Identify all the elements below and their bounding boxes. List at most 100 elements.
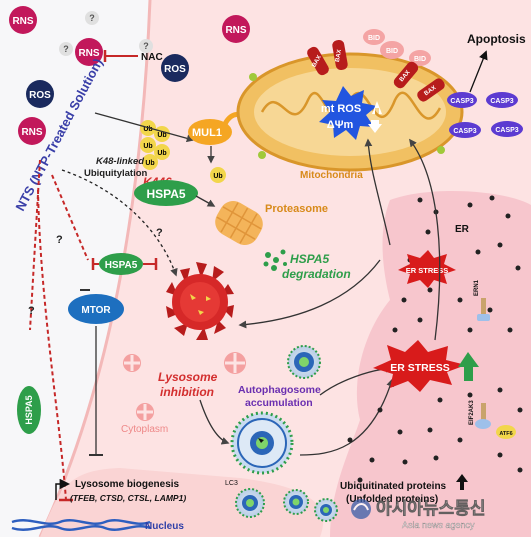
lysosome-inhibited: [166, 262, 234, 340]
svg-text:BID: BID: [414, 56, 426, 63]
dna-strand: [11, 519, 151, 525]
ub-proteins-label: (Unfolded proteins): [346, 494, 438, 505]
nts-lysosome-arrow: [61, 169, 178, 277]
svg-text:ER STRESS: ER STRESS: [390, 362, 450, 374]
bid-protein: BID: [363, 29, 385, 45]
svg-text:ΔΨm: ΔΨm: [327, 119, 354, 131]
lysosome-fragment: [136, 403, 154, 421]
transcription-arrow: [55, 478, 71, 500]
degradation-to-mito-arrow: [364, 138, 391, 246]
svg-text:MTOR: MTOR: [81, 305, 111, 316]
svg-text:HSPA5: HSPA5: [146, 187, 185, 201]
apoptosis-label: Apoptosis: [467, 32, 526, 46]
mt-ros-burst: mt ROS ΔΨm: [319, 86, 382, 140]
proteasome-label: Proteasome: [265, 203, 328, 215]
svg-text:BAX: BAX: [311, 55, 323, 69]
proteasome: [215, 201, 263, 245]
svg-text:ERN1: ERN1: [474, 279, 480, 296]
autophagosome: [235, 488, 265, 518]
unknown-molecule: ?: [59, 42, 73, 56]
svg-text:RNS: RNS: [21, 127, 42, 138]
svg-text:BID: BID: [368, 35, 380, 42]
autophagosome-label: Autophagosome: [238, 384, 321, 396]
unknown-molecule: ?: [139, 39, 153, 53]
rns-molecule: RNS: [9, 6, 37, 34]
svg-text:Ub: Ub: [157, 150, 166, 157]
svg-text:Ub: Ub: [143, 126, 152, 133]
nts-dashed-line: [29, 159, 41, 331]
hspa5-to-proteasome-arrow: [195, 195, 216, 207]
biogenesis-genes: (TFEB, CTSD, CTSL, LAMP1): [70, 493, 186, 503]
mito-pore: [249, 73, 445, 159]
lc3-label: LC3: [225, 480, 238, 487]
svg-text:BAX: BAX: [335, 49, 343, 63]
ubiquitin-tag: Ub: [210, 167, 226, 183]
bax-protein: BAX: [332, 39, 348, 71]
svg-text:ER STRESS: ER STRESS: [406, 266, 449, 275]
svg-text:?: ?: [89, 13, 95, 23]
er-to-mito-arrow: [409, 138, 441, 341]
rns-molecule: RNS: [18, 117, 46, 145]
hspa5-degradation-label: degradation: [282, 267, 351, 281]
watermark-logo: [351, 499, 371, 519]
autophagosome: [287, 345, 321, 379]
watermark-text: 아시아뉴스통신: [376, 499, 485, 518]
bid-protein: BID: [380, 41, 404, 59]
degradation-fragments: [263, 249, 287, 271]
hspa5-protein: HSPA5: [99, 253, 143, 275]
caspase-to-apoptosis-arrow: [469, 50, 488, 93]
unknown-molecule: ?: [85, 11, 99, 25]
nac-label: NAC: [141, 52, 163, 63]
ros-molecule: ROS: [161, 54, 189, 82]
lysosome-fragment: [123, 354, 141, 372]
svg-text:Ub: Ub: [213, 173, 222, 180]
watermark-subtext: Asia news agency: [402, 520, 475, 530]
nucleus-label: Nucleus: [145, 521, 184, 532]
svg-text:CASP3: CASP3: [495, 127, 518, 134]
caspase-protein: CASP3: [486, 92, 518, 108]
mitochondria-label: Mitochondria: [300, 170, 363, 181]
svg-text:ATF6: ATF6: [499, 431, 512, 437]
svg-text:Ub: Ub: [143, 143, 152, 150]
svg-text:BID: BID: [386, 48, 398, 55]
autophagosome: [283, 489, 309, 515]
atf6-protein: ATF6: [496, 425, 516, 439]
autophagosome-large: [230, 411, 294, 475]
svg-text:Ub: Ub: [157, 132, 166, 139]
lysosome-fragment: [224, 352, 246, 374]
ros-to-mul1-arrow: [94, 112, 195, 143]
nts-dashed-line: [51, 174, 89, 261]
er-label: ER: [455, 224, 470, 235]
lysosome-inhibition-label: Lysosome: [158, 370, 218, 384]
svg-text:CASP3: CASP3: [450, 98, 473, 105]
ub-proteins-label: Ubiquitinated proteins: [340, 481, 447, 492]
svg-text:?: ?: [143, 41, 149, 51]
k48-label: K48-linked: [96, 156, 144, 167]
eif2ak3-receptor: EIF2AK3: [469, 400, 491, 429]
caspase-protein: CASP3: [447, 92, 477, 108]
up-arrow-icon: [456, 474, 468, 490]
svg-text:Ub: Ub: [145, 160, 154, 167]
er-stress-burst-small: ER STRESS: [398, 250, 456, 288]
hspa5-protein: HSPA5: [17, 386, 41, 434]
svg-text:EIF2AK3: EIF2AK3: [469, 400, 475, 425]
nts-dashed-line: [37, 189, 67, 501]
bax-protein: BAX: [417, 78, 445, 102]
dna-strand: [11, 525, 151, 531]
question-mark: ?: [156, 227, 163, 239]
svg-text:RNS: RNS: [225, 25, 246, 36]
svg-text:RNS: RNS: [78, 48, 99, 59]
k48-label: Ubiquitylation: [84, 168, 148, 179]
svg-text:RNS: RNS: [12, 16, 33, 27]
caspase-protein: CASP3: [449, 122, 481, 138]
rns-molecule: RNS: [222, 15, 250, 43]
question-mark: ?: [28, 305, 35, 317]
svg-text:MUL1: MUL1: [192, 127, 222, 139]
svg-text:CASP3: CASP3: [453, 128, 476, 135]
svg-text:CASP3: CASP3: [490, 98, 513, 105]
ros-molecule: ROS: [26, 80, 54, 108]
caspase-protein: CASP3: [491, 121, 523, 137]
biogenesis-title: Lysosome biogenesis: [75, 479, 180, 490]
